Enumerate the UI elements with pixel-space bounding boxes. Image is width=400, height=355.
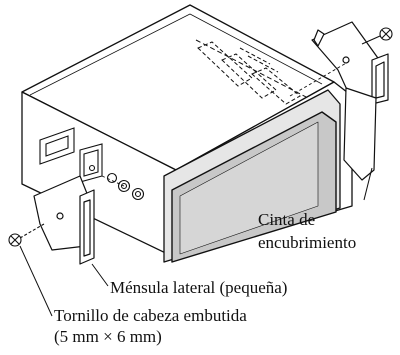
leader-screw bbox=[19, 245, 53, 317]
front-panel bbox=[163, 81, 353, 263]
label-screw-line1: Tornillo de cabeza embutida bbox=[54, 306, 247, 325]
dashed-guides bbox=[101, 61, 349, 187]
screw-left bbox=[8, 223, 45, 247]
label-side-bracket: Ménsula lateral (pequeña) bbox=[110, 278, 288, 297]
dashed-slots bbox=[197, 41, 301, 105]
masking-tape-strip bbox=[343, 87, 377, 181]
leader-masking-tape bbox=[363, 167, 373, 201]
screw-right bbox=[361, 27, 393, 45]
side-bracket-left bbox=[33, 175, 95, 265]
side-bracket-right bbox=[311, 21, 389, 105]
leader-lines bbox=[19, 167, 373, 317]
label-screw-line2: (5 mm × 6 mm) bbox=[54, 327, 162, 346]
label-masking-tape-line2: encubrimiento bbox=[258, 233, 357, 252]
leader-side-bracket bbox=[91, 263, 109, 287]
label-masking-tape-line1: Cinta de bbox=[258, 210, 316, 229]
